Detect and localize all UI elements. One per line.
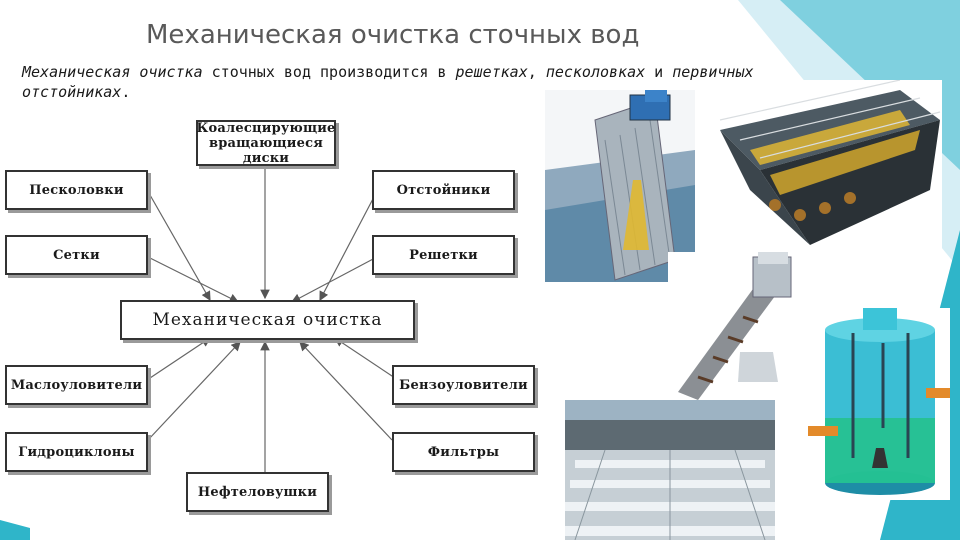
photo-screw-conveyor (668, 252, 800, 402)
photo-treatment-basins (565, 400, 775, 540)
node-oilcatchers: Нефтеловушки (186, 472, 329, 512)
node-filters: Фильтры (392, 432, 535, 472)
intro-term-grates: решетках (455, 63, 528, 81)
intro-text: сточных вод производится в (202, 63, 456, 81)
node-hydrocyclones: Гидроциклоны (5, 432, 148, 472)
node-grates: Решетки (372, 235, 515, 275)
mechanical-cleaning-diagram: Коалесцирующие вращающиеся диски Песколо… (0, 110, 545, 530)
node-settlers: Отстойники (372, 170, 515, 210)
diagram-arrows (147, 166, 396, 472)
node-nets: Сетки (5, 235, 148, 275)
photo-bar-screen (545, 90, 695, 282)
slide-title: Механическая очистка сточных вод (146, 20, 640, 50)
node-mechanical-cleaning: Механическая очистка (120, 300, 415, 340)
photo-separator-tank (808, 308, 950, 500)
intro-term-mechanical: Механическая очистка (22, 63, 203, 81)
node-petroltraps: Бензоуловители (392, 365, 535, 405)
node-sandtraps: Песколовки (5, 170, 148, 210)
intro-sep: , (527, 63, 546, 81)
photo-settling-tank (700, 80, 942, 252)
intro-end: . (121, 83, 131, 101)
node-coalescing-disks: Коалесцирующие вращающиеся диски (196, 120, 336, 166)
intro-term-settlers: первичных отстойниках (22, 63, 754, 101)
intro-paragraph: Механическая очистка сточных вод произво… (22, 62, 802, 102)
intro-term-sandtraps: песколовках (545, 63, 646, 81)
intro-and: и (645, 63, 673, 81)
node-oiltraps: Маслоуловители (5, 365, 148, 405)
